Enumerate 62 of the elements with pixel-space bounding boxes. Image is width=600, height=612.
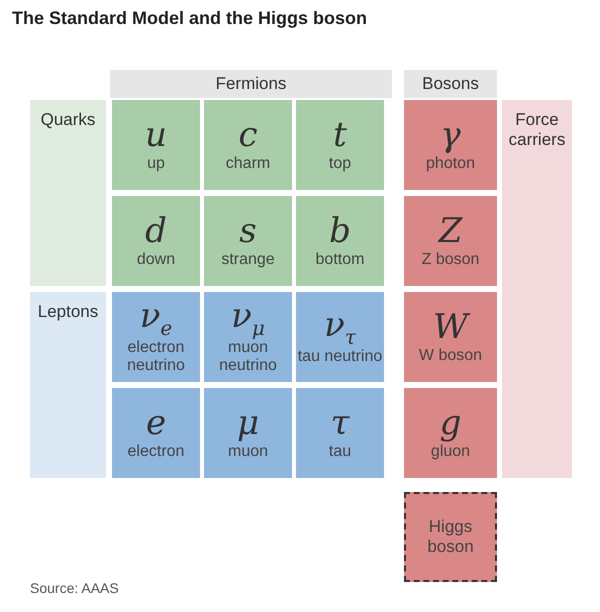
particle-name: Z boson (422, 250, 480, 269)
particle-name: bottom (316, 250, 364, 269)
particle-name: electron neutrino (126, 339, 186, 376)
particle-name: charm (226, 154, 270, 173)
particle-name: gluon (430, 442, 470, 461)
particle-name: W boson (418, 346, 482, 365)
particle-card (404, 292, 497, 382)
particle-name: up (147, 154, 165, 173)
particle-symbol: c (238, 117, 258, 154)
particle-card (204, 100, 292, 190)
header-band (404, 70, 497, 98)
particle-name: Higgs boson (426, 517, 475, 557)
particle-symbol: t (333, 117, 347, 154)
category-band (30, 100, 106, 286)
particle-name: electron (128, 442, 184, 461)
particle-card (296, 292, 384, 382)
category-label: Leptons (36, 302, 100, 322)
particle-card (112, 196, 200, 286)
particle-symbol: Z (438, 213, 462, 250)
particle-card (112, 100, 200, 190)
particle-name: down (136, 250, 176, 269)
particle-card (404, 100, 497, 190)
particle-card (404, 492, 497, 582)
particle-symbol: ν$_{μ}$ (231, 298, 265, 339)
particle-symbol: g (440, 405, 462, 442)
header-text: Bosons (422, 74, 479, 93)
particle-card (296, 388, 384, 478)
particle-card (204, 388, 292, 478)
header-text: Fermions (216, 74, 286, 93)
particle-name: tau (328, 442, 352, 461)
particle-symbol: τ (330, 405, 350, 442)
particle-card (296, 100, 384, 190)
particle-symbol: ν$_{τ}$ (324, 307, 356, 348)
particle-card (404, 196, 497, 286)
particle-symbol: u (145, 117, 167, 154)
category-band (502, 100, 572, 478)
particle-symbol: b (329, 213, 351, 250)
category-label: Quarks (40, 110, 96, 130)
particle-name: top (328, 154, 352, 173)
category-band (30, 292, 106, 478)
particle-card (296, 196, 384, 286)
particle-card (112, 388, 200, 478)
particle-symbol: d (145, 213, 167, 250)
particle-symbol: e (146, 405, 166, 442)
category-label: Force carriers (508, 110, 566, 150)
particle-symbol: γ (440, 117, 461, 154)
particle-name: strange (221, 250, 275, 269)
particle-symbol: ν$_{e}$ (140, 298, 172, 339)
particle-card (204, 196, 292, 286)
header-band (110, 70, 392, 98)
title: The Standard Model and the Higgs boson (12, 8, 368, 29)
particle-symbol: μ (236, 405, 260, 442)
source-note: Source: AAAS (30, 580, 119, 596)
particle-card (112, 292, 200, 382)
particle-card (404, 388, 497, 478)
particle-symbol: s (239, 213, 257, 250)
particle-card (204, 292, 292, 382)
particle-symbol: W (433, 309, 468, 346)
particle-name: tau neutrino (298, 348, 382, 367)
particle-name: photon (426, 154, 475, 173)
particle-name: muon neutrino (218, 339, 278, 376)
particle-name: muon (228, 442, 268, 461)
